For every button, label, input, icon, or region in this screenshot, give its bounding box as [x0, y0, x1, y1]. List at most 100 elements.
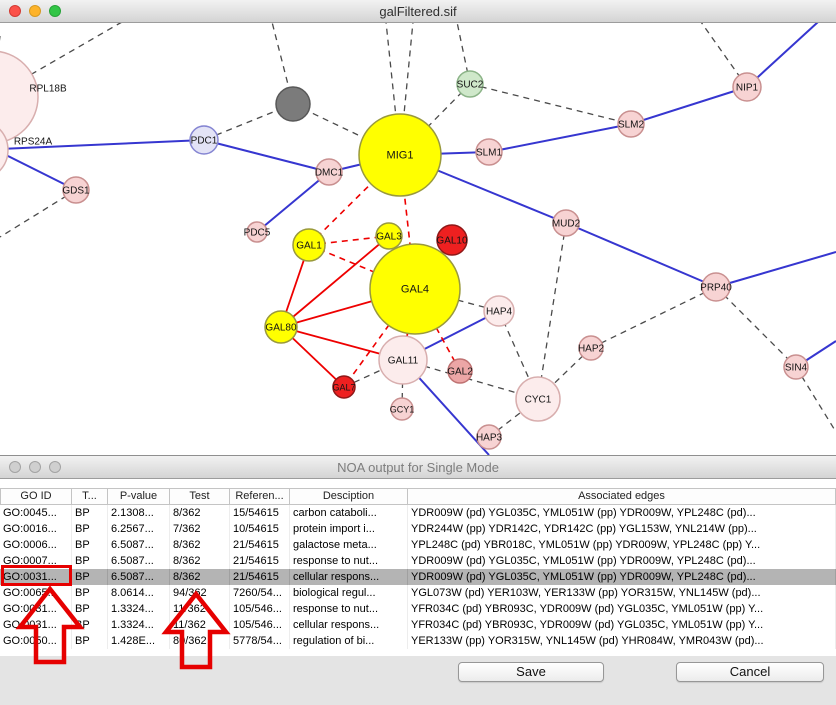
- graph-node-label: HAP2: [578, 344, 605, 355]
- graph-edge-pp[interactable]: [746, 21, 819, 88]
- table-cell: BP: [72, 633, 108, 649]
- column-header-associated-edges[interactable]: Associated edges: [408, 488, 836, 505]
- column-header-desciption[interactable]: Desciption: [290, 488, 408, 505]
- graph-node-GDS1[interactable]: [62, 176, 90, 204]
- graph-node-HAP3[interactable]: [476, 424, 502, 450]
- table-cell: YFR034C (pd) YBR093C, YDR009W (pd) YGL03…: [408, 601, 836, 617]
- graph-node-HAP4[interactable]: [483, 295, 515, 327]
- graph-edge-sel_pp[interactable]: [280, 235, 390, 328]
- graph-edge-pd[interactable]: [292, 103, 401, 156]
- graph-node-label: PDC5: [244, 228, 271, 239]
- graph-edge-pp[interactable]: [203, 139, 330, 173]
- table-cell: 1.428E...: [108, 633, 170, 649]
- graph-node-SLM1[interactable]: [475, 138, 503, 166]
- zoom-icon[interactable]: [49, 5, 61, 17]
- graph-node-label: SLM1: [476, 148, 503, 159]
- graph-edge-pp[interactable]: [630, 86, 748, 125]
- graph-edge-sel_pd[interactable]: [343, 288, 416, 388]
- traffic-lights: [9, 5, 61, 17]
- network-canvas[interactable]: RPL18BRPS24AGDS1PDC1DMC1MIG1SUC2SLM1SLM2…: [0, 0, 836, 455]
- table-cell: 21/54615: [230, 553, 290, 569]
- table-cell: BP: [72, 521, 108, 537]
- graph-node-MIG1[interactable]: [358, 113, 442, 197]
- graph-node-SLM2[interactable]: [617, 110, 645, 138]
- minimize-icon[interactable]: [29, 461, 41, 473]
- graph-window-titlebar[interactable]: galFiltered.sif: [0, 0, 836, 23]
- graph-node-GAL11[interactable]: [378, 335, 428, 385]
- graph-node-PRP40[interactable]: [701, 272, 731, 302]
- graph-node-PDC5[interactable]: [246, 221, 268, 243]
- graph-edge-pd[interactable]: [399, 83, 471, 156]
- table-cell: 11/362: [170, 601, 230, 617]
- graph-node-GAL2[interactable]: [447, 358, 473, 384]
- column-header-t-[interactable]: T...: [72, 488, 108, 505]
- table-cell: 8/362: [170, 569, 230, 585]
- table-cell: galactose meta...: [290, 537, 408, 553]
- column-header-test[interactable]: Test: [170, 488, 230, 505]
- graph-edge-sel_pd[interactable]: [308, 244, 416, 290]
- column-header-go-id[interactable]: GO ID: [0, 488, 72, 505]
- graph-node-GAL7[interactable]: [332, 375, 356, 399]
- zoom-icon[interactable]: [49, 461, 61, 473]
- table-cell: 8/362: [170, 553, 230, 569]
- graph-node-GAL4[interactable]: [369, 243, 461, 335]
- graph-node-GAL80[interactable]: [264, 310, 298, 344]
- graph-node-GAL10[interactable]: [436, 224, 468, 256]
- graph-node-GCY1[interactable]: [390, 397, 414, 421]
- column-header-referen-[interactable]: Referen...: [230, 488, 290, 505]
- graph-node-GAL1[interactable]: [292, 228, 326, 262]
- graph-node-HAP2[interactable]: [578, 335, 604, 361]
- graph-node-CYC1[interactable]: [515, 376, 561, 422]
- graph-edge-pp[interactable]: [565, 222, 717, 288]
- table-cell: 1.3324...: [108, 601, 170, 617]
- graph-edge-pd[interactable]: [537, 222, 567, 400]
- graph-node-SIN4[interactable]: [783, 354, 809, 380]
- graph-edge-pd[interactable]: [469, 83, 632, 125]
- table-window-titlebar[interactable]: NOA output for Single Mode: [0, 456, 836, 479]
- graph-node-DMC1[interactable]: [315, 158, 343, 186]
- table-cell: 10/54615: [230, 521, 290, 537]
- graph-edge-pd[interactable]: [0, 189, 77, 238]
- graph-edge-pd[interactable]: [590, 286, 717, 349]
- graph-node-GAL3[interactable]: [375, 222, 403, 250]
- graph-edge-pp[interactable]: [256, 171, 330, 233]
- graph-edge-pd[interactable]: [715, 286, 797, 368]
- button-bar: Save Cancel: [0, 656, 836, 705]
- graph-node-PDC1[interactable]: [189, 125, 219, 155]
- graph-node-RPL18B[interactable]: [0, 50, 39, 144]
- table-cell: GO:0045...: [0, 505, 72, 521]
- minimize-icon[interactable]: [29, 5, 41, 17]
- cancel-button[interactable]: Cancel: [676, 662, 824, 682]
- graph-node-label: RPS24A: [14, 137, 53, 148]
- graph-edge-pp[interactable]: [488, 123, 632, 153]
- graph-edge-pp[interactable]: [0, 139, 205, 151]
- graph-window-title: galFiltered.sif: [379, 3, 457, 19]
- table-cell: YGL073W (pd) YER103W, YER133W (pp) YOR31…: [408, 585, 836, 601]
- graph-edge-pp[interactable]: [715, 251, 836, 288]
- close-icon[interactable]: [9, 5, 21, 17]
- save-button[interactable]: Save: [458, 662, 604, 682]
- graph-node-NIP1[interactable]: [732, 72, 762, 102]
- graph-node-RPS24A[interactable]: [0, 120, 9, 180]
- graph-node-SUC2[interactable]: [456, 70, 484, 98]
- table-cell: 2.1308...: [108, 505, 170, 521]
- column-header-p-value[interactable]: P-value: [108, 488, 170, 505]
- table-cell: YDR009W (pd) YGL035C, YML051W (pp) YDR00…: [408, 553, 836, 569]
- graph-node-GRAY1[interactable]: [275, 86, 311, 122]
- close-icon[interactable]: [9, 461, 21, 473]
- table-cell: 1.3324...: [108, 617, 170, 633]
- graph-node-MUD2[interactable]: [552, 209, 580, 237]
- graph-edge-pp[interactable]: [0, 151, 77, 191]
- table-cell: BP: [72, 537, 108, 553]
